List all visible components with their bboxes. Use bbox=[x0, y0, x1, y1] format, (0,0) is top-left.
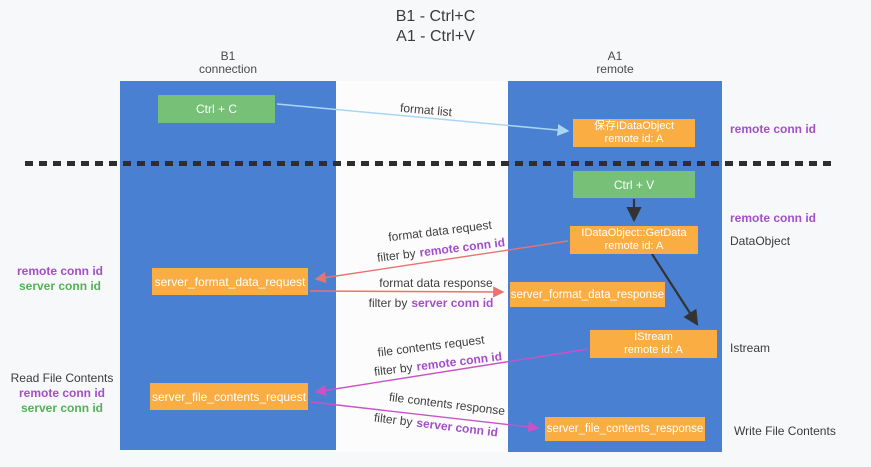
node-file-response-label: server_file_contents_response bbox=[546, 423, 704, 435]
title-line-2: A1 - Ctrl+V bbox=[396, 28, 475, 45]
annotation-istream: Istream bbox=[730, 341, 771, 355]
annotation-server-conn-id-left2: server conn id bbox=[20, 401, 104, 415]
filter-by-text: filter by bbox=[368, 296, 408, 310]
annotation-remote-conn-id-left1: remote conn id bbox=[16, 264, 103, 278]
dashed-separator bbox=[25, 161, 833, 166]
node-getdata-line1: IDataObject::GetData bbox=[581, 227, 687, 239]
node-ctrl-v-label: Ctrl + V bbox=[613, 177, 655, 192]
lane-a1-title: A1 bbox=[607, 49, 623, 63]
node-getdata-line2: remote id: A bbox=[604, 240, 664, 252]
node-ctrl-v: Ctrl + V bbox=[573, 171, 695, 198]
lane-header-a1: A1 remote bbox=[508, 50, 722, 76]
node-server-format-data-response: server_format_data_response bbox=[510, 282, 665, 307]
node-ctrl-c-label: Ctrl + C bbox=[195, 102, 237, 116]
annotation-read-file-contents: Read File Contents bbox=[10, 371, 114, 385]
diagram-title: B1 - Ctrl+C A1 - Ctrl+V bbox=[0, 7, 871, 47]
node-save-idataobject: 保存IDataObject remote id: A bbox=[573, 119, 695, 147]
node-server-format-data-request: server_format_data_request bbox=[152, 268, 308, 295]
server-conn-id-term: server conn id bbox=[411, 296, 494, 310]
node-istream-line2: remote id: A bbox=[624, 344, 683, 356]
annotation-write-file-contents: Write File Contents bbox=[734, 424, 836, 438]
node-save-idataobject-line1: 保存IDataObject bbox=[593, 120, 675, 132]
lane-b1-title: B1 bbox=[220, 49, 236, 63]
node-server-file-contents-response: server_file_contents_response bbox=[545, 417, 705, 441]
title-line-1: B1 - Ctrl+C bbox=[395, 8, 476, 25]
annotation-remote-conn-id-top: remote conn id bbox=[730, 122, 817, 136]
node-istream-line1: IStream bbox=[634, 331, 673, 343]
annotation-group-file-ids: Read File Contents remote conn id server… bbox=[10, 371, 114, 416]
annotation-remote-conn-id-mid: remote conn id bbox=[730, 211, 817, 225]
annotation-server-conn-id-left1: server conn id bbox=[18, 279, 102, 293]
lane-b1-subtitle: connection bbox=[198, 62, 258, 76]
annotation-dataobject: DataObject bbox=[730, 234, 791, 248]
node-format-request-label: server_format_data_request bbox=[154, 274, 306, 289]
lane-a1-subtitle: remote bbox=[596, 62, 634, 76]
edge-label-format-data-response: format data response bbox=[379, 276, 493, 290]
node-save-idataobject-line2: remote id: A bbox=[604, 133, 664, 145]
node-file-request-label: server_file_contents_request bbox=[151, 389, 307, 404]
node-istream: IStream remote id: A bbox=[590, 330, 717, 358]
annotation-remote-conn-id-left2: remote conn id bbox=[18, 386, 105, 400]
annotation-group-format-ids: remote conn id server conn id bbox=[14, 264, 106, 294]
node-format-response-label: server_format_data_response bbox=[510, 288, 665, 301]
node-idataobject-getdata: IDataObject::GetData remote id: A bbox=[570, 226, 698, 254]
node-server-file-contents-request: server_file_contents_request bbox=[150, 383, 308, 410]
node-ctrl-c: Ctrl + C bbox=[158, 95, 275, 123]
lane-header-b1: B1 connection bbox=[120, 50, 336, 76]
